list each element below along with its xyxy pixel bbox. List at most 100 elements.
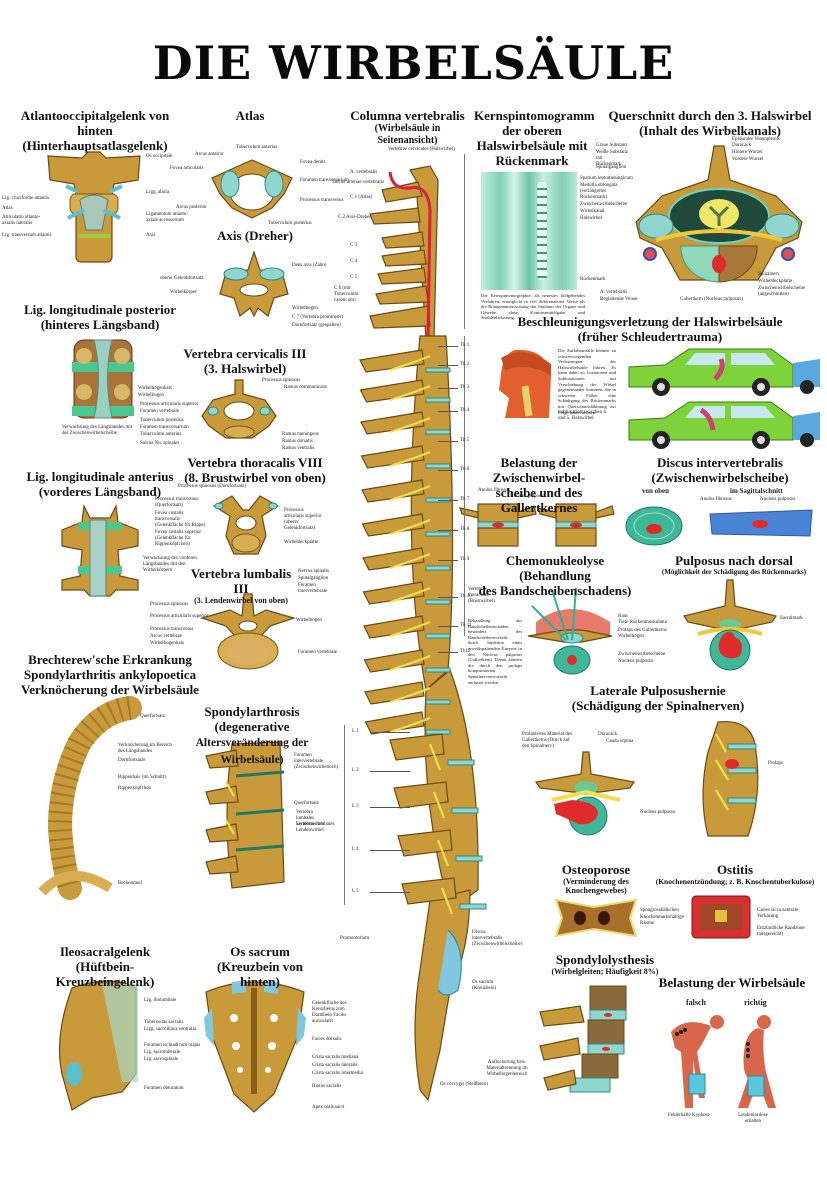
thoracic-label: Th 3 [460, 385, 470, 390]
ostitis-title: Ostitis [716, 862, 754, 877]
nerve [440, 887, 454, 915]
ileosacral-subtitle: (Hüftbein- Kreuzbeingelenk) [55, 959, 155, 989]
thoracic-viii-heading: Vertebra thoracalis VIII (8. Brustwirbel… [180, 455, 330, 485]
disc [425, 599, 451, 605]
label: Ramus meningeus [282, 432, 319, 437]
cervical-iii-subtitle: (3. Halswirbel) [203, 361, 287, 376]
lig-anterior-illustration [61, 503, 139, 597]
ostitis-heading: Ostitis (Knochenentzündung; z. B. Knoche… [645, 862, 825, 886]
label: C 3 [350, 243, 358, 248]
thoracic-group-label: Vertebrae thoracicae (Brustwirbel) [468, 587, 495, 604]
label: Hiatus sacralis [312, 1084, 342, 1089]
label: Arcus posterior [176, 205, 207, 210]
label: Wirbelbogenhals [150, 641, 184, 646]
mri-title-line: der oberen [502, 123, 562, 138]
chemo-title2: des Bandscheibenschadens) [478, 583, 632, 598]
label: Processus transversus (Querfortsatz) [155, 497, 199, 508]
nerve [389, 686, 431, 704]
chemonucleolysis-illustration [527, 587, 613, 675]
label: Vertebrae cervicales (Halswirbel) [388, 147, 455, 152]
mri-heading: Kernspintomogramm der oberen Halswirbels… [474, 108, 595, 168]
label: Apex ossis sacri [312, 1105, 345, 1110]
lumbar-label: L 1 [352, 729, 359, 734]
label: Lig. transversum atlantis [2, 233, 52, 238]
label: Graue Substanz [596, 143, 628, 148]
label: Fovea dentis [300, 160, 326, 165]
label: Sacralmark [780, 616, 803, 621]
label: Begleitende Venen [600, 297, 638, 302]
discus-subtitle: (Zwischenwirbelscheibe) [651, 470, 789, 485]
label: C 2 Axis-Dreher [338, 215, 372, 220]
label: Wirbeldeckplatte [284, 540, 319, 545]
label: Halswirbel [580, 216, 602, 221]
label: Prolabiertes Material des Gallertkerns (… [522, 732, 572, 749]
label: Articulatio atlanto-axialis lateralis [2, 215, 41, 226]
bechterew-title-line: Spondylarthritis ankylopoetica [23, 667, 197, 682]
label: Wirbelkanal [580, 209, 605, 214]
spinous-process [359, 379, 425, 403]
lateral-hernia-title: Laterale Pulposushernie [590, 683, 726, 698]
label: Ligamentum atlanto-axiale accessorium [146, 212, 189, 223]
spondylarthrosis-illustration [205, 741, 285, 889]
label: Foramen transversarium [140, 425, 189, 430]
nerve [389, 354, 431, 372]
lig-posterior-subtitle: (hinteres Längsband) [40, 317, 160, 332]
label: Wirbelbogen [292, 306, 318, 311]
nerve [389, 384, 431, 402]
label: Arcus anterior [195, 152, 224, 157]
spondylolysthesis-illustration [539, 985, 627, 1093]
disc [425, 667, 451, 673]
disc [425, 729, 451, 735]
pulposus-dorsal-illustration [683, 579, 777, 671]
lumbar-iii-subtitle: (3. Lendenwirbel von oben) [194, 596, 288, 605]
label: Lig. sacrotuberale [144, 1050, 181, 1055]
label: Nucleus pulposus [760, 497, 796, 502]
label: Processus transversus [150, 627, 194, 632]
label: Foramen transversarium [300, 178, 349, 183]
label: Promontorium [340, 936, 370, 941]
atlas-illustration [211, 159, 293, 219]
leader-line [438, 365, 458, 366]
label: Processus spinosus [150, 602, 189, 607]
label: Anulus fibrosus [478, 488, 510, 493]
lateral-hernia-heading: Laterale Pulposushernie (Schädigung der … [568, 683, 748, 713]
label: Nucleus pulposus [618, 659, 654, 664]
atlas-heading: Atlas [210, 108, 290, 123]
lumbar-group-label: Vertebrae lumbales Lendenwirbel [296, 822, 335, 833]
leader-line [438, 441, 458, 442]
label: Anulus fibrosus [700, 497, 732, 502]
leader-line [438, 560, 458, 561]
lumbar-process [389, 733, 445, 761]
label: Prolaps [768, 761, 783, 766]
disc [455, 855, 483, 862]
label: Wirbelbogen [138, 393, 164, 398]
label: Spinalnerv [758, 272, 780, 277]
label: Processus transversus [300, 198, 344, 203]
label: Atlas [2, 206, 13, 211]
nerve [389, 450, 431, 468]
label: Foramen ischiadicum majus [144, 1043, 201, 1048]
spinous-process [362, 547, 425, 571]
label: Lig. iliolumbale [144, 998, 177, 1003]
lig-posterior-illustration [72, 339, 134, 419]
label: C 7 (Vertebra prominens) [292, 315, 343, 320]
lig-posterior-title: Lig. longitudinale posterior [23, 302, 177, 317]
spinous-process [361, 513, 425, 537]
spinous-process [361, 479, 425, 503]
lumbar-process [393, 781, 449, 809]
columna-heading: Columna vertebralis (Wirbelsäule in Seit… [345, 108, 470, 147]
lumbar-label: L 4 [352, 847, 359, 852]
cross-section-illustration [635, 145, 803, 283]
label: Os sacrum (Kreuzbein) [472, 980, 497, 991]
label: Tuberculum posterius [268, 221, 312, 226]
label: Spongiosabälkchen [640, 908, 679, 913]
pulposus-dorsal-heading: Pulposus nach dorsal (Möglichkeit der Sc… [642, 553, 826, 576]
disc [425, 463, 451, 469]
label: Beckenrand [118, 881, 142, 886]
label: Nucleus pulposus [510, 494, 546, 499]
bechterew-title-line: Verknöcherung der Wirbelsäule [21, 682, 199, 697]
lateral-hernia-subtitle: (Schädigung der Spinalnerven) [571, 698, 745, 713]
column-wrong: falsch [686, 998, 706, 1007]
label: Duraсack [732, 143, 752, 148]
lumbar-label: L 5 [352, 889, 359, 894]
